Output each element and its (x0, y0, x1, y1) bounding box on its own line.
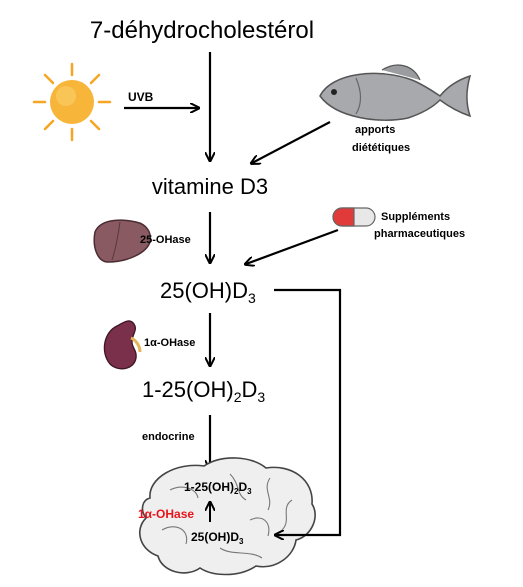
label-enzyme-25-ohase: 25-OHase (140, 234, 191, 246)
brain-icon (138, 457, 316, 576)
label-calcitriol: 1-25(OH)2D3 (142, 377, 265, 405)
label-brain-enzyme-1a-ohase: 1α-OHase (138, 507, 194, 521)
kidney-icon (103, 320, 142, 370)
label-diet-line2: diététiques (352, 142, 410, 154)
label-calcidiol: 25(OH)D3 (160, 278, 256, 306)
label-diet-line1: apports (355, 124, 395, 136)
liver-icon (93, 219, 152, 263)
label-uvb: UVB (128, 90, 154, 104)
arrow-diet (252, 121, 331, 163)
label-enzyme-1a-ohase: 1α-OHase (144, 337, 195, 349)
label-vitamin-d3: vitamine D3 (152, 174, 268, 199)
fish-icon (319, 64, 472, 121)
label-7-dehydrocholesterol: 7-déhydrocholestérol (90, 17, 314, 44)
capsule-icon (332, 207, 376, 227)
label-endocrine: endocrine (142, 431, 195, 443)
label-supp-line2: pharmaceutiques (374, 228, 465, 240)
label-brain-calcitriol: 1-25(OH)2D3 (184, 480, 252, 496)
sun-icon (32, 62, 112, 142)
arrow-calcidiol-to-brain (274, 288, 342, 535)
label-brain-calcidiol: 25(OH)D3 (191, 530, 244, 546)
arrow-supplements (246, 228, 339, 264)
label-supp-line1: Suppléments (381, 211, 450, 223)
